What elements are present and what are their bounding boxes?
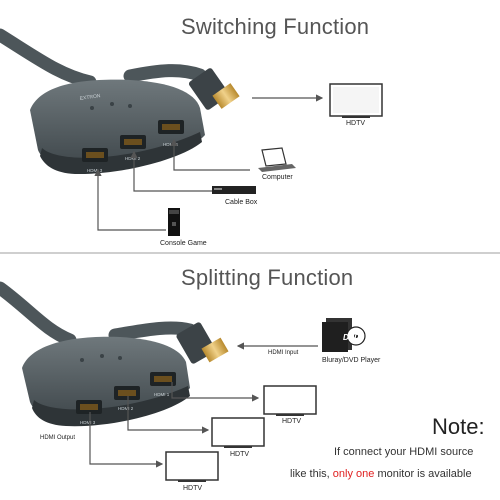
console-game-icon [168,208,180,236]
hdtv-label-top: HDTV [346,120,366,127]
switcher-body-bottom [22,336,190,420]
port-hdmi1-bottom [150,372,176,386]
dvd-player-icon: DVD [322,318,366,352]
cable-top-left [0,28,97,89]
hdtv-icon-1 [263,385,317,416]
arrow-to-hdtv1 [171,382,260,402]
section-divider [0,252,500,254]
console-game-label: Console Game [160,240,207,247]
cable-bottom-right [108,321,197,342]
svg-text:EXTRON: EXTRON [79,93,101,102]
port-label: HDMI 2 [118,406,134,411]
note-highlight: only one [332,468,375,480]
cable-box-label: Cable Box [225,199,258,206]
note-line-2-suffix: monitor is available [374,468,472,480]
hdtv-label-1: HDTV [282,418,302,425]
note-title: Note: [432,414,485,439]
arrow-from-console [94,168,166,231]
switcher-body-top [30,79,205,168]
port-hdmi2-bottom [114,386,140,400]
port-hdmi2-top [120,135,146,149]
port-hdmi3-bottom [76,400,102,414]
port-hdmi1-top [158,120,184,134]
port-label: HDMI 1 [163,142,179,147]
note-line-2: like this, only one monitor is available [290,468,472,480]
port-label: HDMI 1 [154,392,170,397]
hdtv-icon-top [329,83,383,118]
note-line-2-prefix: like this, [290,468,333,480]
hdtv-icon-3 [165,451,219,482]
hdtv-label-2: HDTV [230,451,250,458]
hdmi-plug-bottom [176,322,229,364]
arrow-from-cablebox [130,150,212,192]
port-hdmi3-top [82,148,108,162]
switcher-top: EXTRON HDMI 3 HDMI 2 HDMI 1 [0,28,240,175]
switcher-bottom: HDMI 3 HDMI 2 HDMI 1 [0,281,229,427]
arrow-to-hdtv3 [89,412,164,468]
dvd-logo: DVD [343,333,360,342]
hdmi-plug-top [188,68,240,110]
arrow-from-computer [170,138,250,171]
hdtv-label-3: HDTV [183,485,203,492]
cable-top-right [123,64,207,83]
splitting-title: Splitting Function [181,265,354,290]
computer-icon [258,147,296,172]
hdmi-input-label: HDMI Input [268,350,299,356]
port-label: HDMI 2 [125,156,141,161]
note-line-1: If connect your HDMI source [334,446,474,458]
switching-title: Switching Function [181,14,370,39]
cable-box-icon [212,186,256,194]
computer-label: Computer [262,174,293,181]
port-label: HDMI 3 [87,168,103,173]
arrow-to-hdtv2 [127,396,210,434]
player-label: Bluray/DVD Player [322,357,381,364]
cable-bottom-left [0,281,77,347]
hdtv-icon-2 [211,417,265,448]
port-label: HDMI 3 [80,420,96,425]
hdmi-output-label: HDMI Output [40,435,76,441]
